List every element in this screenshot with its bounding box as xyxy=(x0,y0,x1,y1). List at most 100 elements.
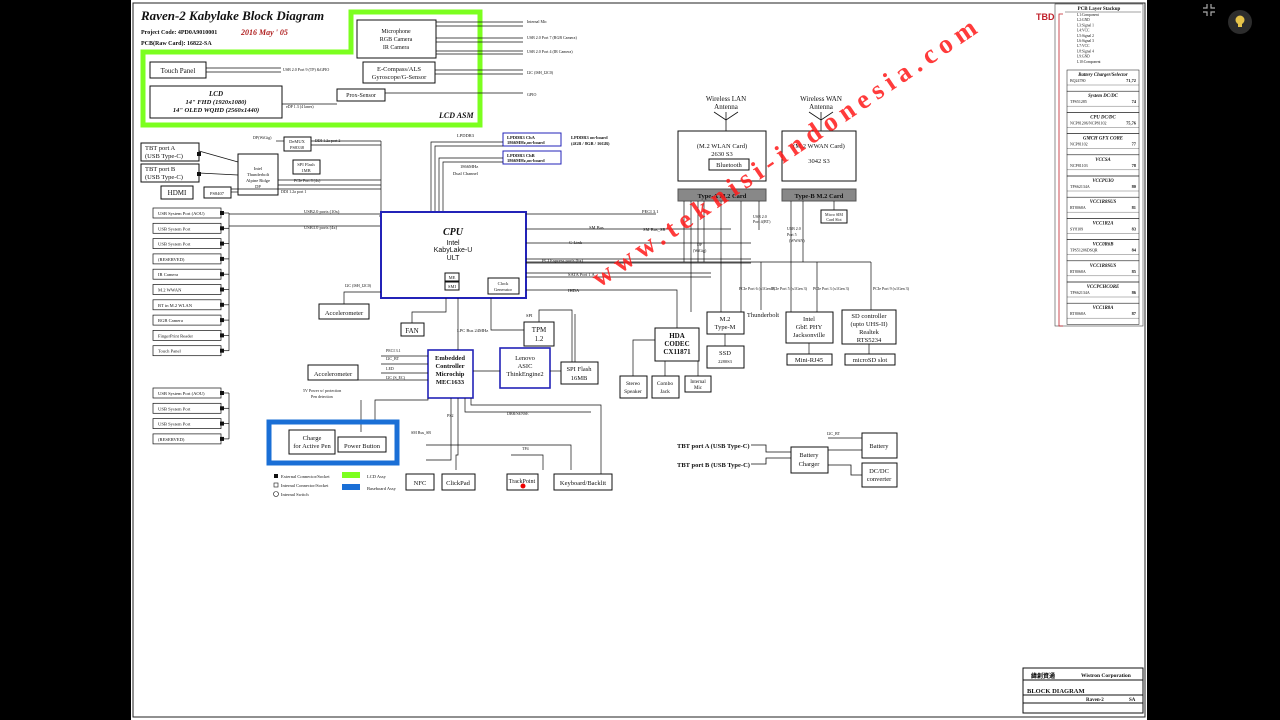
sd-line2: (upto UHS-II) xyxy=(850,321,887,328)
sig-usb30: USB3.0 ports (4x) xyxy=(304,225,338,230)
combo-jack-block xyxy=(651,375,680,399)
sig-usb-wwan3: (WWAN) xyxy=(789,238,805,243)
rail-part: NCP81103 xyxy=(1070,163,1088,168)
usb-port-label: USB System Port (AOU) xyxy=(158,391,205,396)
usb-port-label: USB System Port xyxy=(158,422,191,427)
clock-gen-line1: Clock xyxy=(498,281,509,286)
lightbulb-icon[interactable] xyxy=(1228,10,1252,34)
tbt-a-line1: TBT port A xyxy=(145,145,176,152)
intel-tbt-line3: Alpine Ridge xyxy=(246,178,270,183)
demux-line1: DeMUX xyxy=(289,139,305,144)
rail-name: VCCPCHCORE xyxy=(1087,285,1120,290)
dcdc-block xyxy=(861,462,898,488)
wwan-ant-line1: Wireless WAN xyxy=(800,95,842,103)
sig-dp-wigig2a: DP xyxy=(697,242,703,247)
rail-part: TPS51206DSQR xyxy=(1070,248,1098,253)
stackup-layer: L1:Component xyxy=(1077,13,1099,17)
asic-block xyxy=(499,347,551,389)
power-button-block xyxy=(337,436,387,453)
wlan-ant-line2: Antenna xyxy=(714,103,739,111)
sd-line4: RTS5234 xyxy=(857,337,882,344)
thunderbolt-label: Thunderbolt xyxy=(747,312,779,319)
usb-port-label: FingerPrint Reader xyxy=(158,333,194,338)
ssd-block xyxy=(706,345,745,369)
sig-edp: eDP 1.3 (4 lanes) xyxy=(286,104,314,109)
ec-line4: MEC1633 xyxy=(436,379,465,386)
hdmi-label: HDMI xyxy=(168,189,187,197)
rail-page: 78 xyxy=(1132,163,1137,168)
sig-ddi1: DDI 1.2a port 1 xyxy=(281,189,306,194)
stackup-layer: L6:Signal 3 xyxy=(1077,39,1094,43)
rail-name: VCC1R2A xyxy=(1093,221,1114,226)
accelerometer-2-block xyxy=(307,364,359,381)
rail-page: 77 xyxy=(1132,142,1137,147)
prox-sensor-label: Prox-Sensor xyxy=(346,93,376,99)
usb-port-label: USB System Port xyxy=(158,406,191,411)
sig-pcie-d: PCIe Port 9 (x1Gen 3) xyxy=(873,286,910,291)
rail-page: 74 xyxy=(1132,99,1137,104)
sig-internal-mic: Internal Mic xyxy=(527,19,547,24)
rail-part: TPS62134A xyxy=(1070,290,1090,295)
bluetooth-label: Bluetooth xyxy=(716,162,742,169)
title-block xyxy=(1022,667,1144,714)
sig-usb-wwan1: USB 2.0 xyxy=(787,226,801,231)
cpu-line3: KabyLake-U xyxy=(434,247,473,254)
stackup-layer: L2:GND xyxy=(1077,18,1090,22)
legend-baseboard: Baseboard Assy xyxy=(367,486,397,491)
rail-name: VCCSA xyxy=(1095,158,1110,163)
lpddr3-b-block xyxy=(502,150,562,165)
sig-i2c-bt: I2C_BT xyxy=(827,431,841,436)
ec-sig-4: I2C (S_EC) xyxy=(386,375,406,380)
connector-mark xyxy=(220,287,224,292)
sig-usb7: USB 2.0 Port 7 (RGB Camera) xyxy=(527,35,577,40)
fan-label: FAN xyxy=(405,327,418,335)
sig-usb4: USB 2.0 Port 4 (IR Camera) xyxy=(527,49,573,54)
sig-dual1: 1866MHz xyxy=(460,164,478,169)
power-button-label: Power Button xyxy=(344,443,381,450)
mini-rj45-label: Mini-RJ45 xyxy=(795,357,823,364)
gbe-line3: Jacksonville xyxy=(793,332,825,339)
clock-gen-line2: Generator xyxy=(494,287,512,292)
clickpad-label: ClickPad xyxy=(446,480,471,487)
asic-line2: ASIC xyxy=(518,363,533,370)
rail-name: VCC1R8A xyxy=(1093,306,1114,311)
schematic-sheet: Raven-2 Kabylake Block Diagram Project C… xyxy=(131,0,1147,720)
wwan-card-block xyxy=(781,130,857,182)
sig-usb-bt2: Port 4(BT) xyxy=(753,219,771,224)
dcdc-line1: DC/DC xyxy=(869,468,889,475)
sig-ddi2: DDI 1.2a port 2 xyxy=(315,138,340,143)
fullscreen-exit-icon[interactable] xyxy=(1202,3,1216,17)
lcd-line1: LCD xyxy=(208,90,223,98)
spi-flash-small-block xyxy=(292,159,321,175)
cpu-line4: ULT xyxy=(447,255,460,262)
spi-flash-block xyxy=(560,361,599,385)
connector-mark xyxy=(220,333,224,338)
rail-part: BQ24780 xyxy=(1070,78,1086,83)
rail-name: GMCH GFX CORE xyxy=(1083,137,1123,142)
connector-mark xyxy=(220,436,224,441)
charge-pen-block xyxy=(288,429,336,455)
stackup-layer: L4:VCC xyxy=(1077,29,1090,33)
trackpoint-block xyxy=(506,473,539,491)
usb-port-label: M.2 WWAN xyxy=(158,288,182,293)
demux-block xyxy=(283,136,312,152)
intel-tbt-line4: DP xyxy=(255,184,261,189)
lpddr3-a-line2: 1866MHz,on-board xyxy=(507,140,545,145)
rail-part: SY8109 xyxy=(1070,226,1083,231)
intel-tbt-line2: Thunderbolt xyxy=(247,172,270,177)
nfc-label: NFC xyxy=(414,480,427,487)
charge-line1: Charge xyxy=(303,435,322,442)
revision-date: 2016 May ' 05 xyxy=(240,28,288,37)
rail-part: RT8068A xyxy=(1070,205,1086,210)
batt-charger-line1: Battery xyxy=(799,452,819,459)
me-block xyxy=(444,272,460,282)
sig-dual2: Dual Channel xyxy=(453,171,479,176)
stereo-speaker-block xyxy=(619,375,648,399)
keyboard-block xyxy=(553,473,613,491)
usb-port-label: RGB Camera xyxy=(158,318,183,323)
sig-pen1: 5V Power w/ protection xyxy=(303,388,341,393)
stackup-header: PCB Layer Stackup xyxy=(1078,7,1121,12)
lpddr3-a-line1: LPDDR3 ChA xyxy=(507,135,536,140)
sig-usb-bt1: USB 2.0 xyxy=(753,214,767,219)
rail-page: 85 xyxy=(1132,269,1137,274)
